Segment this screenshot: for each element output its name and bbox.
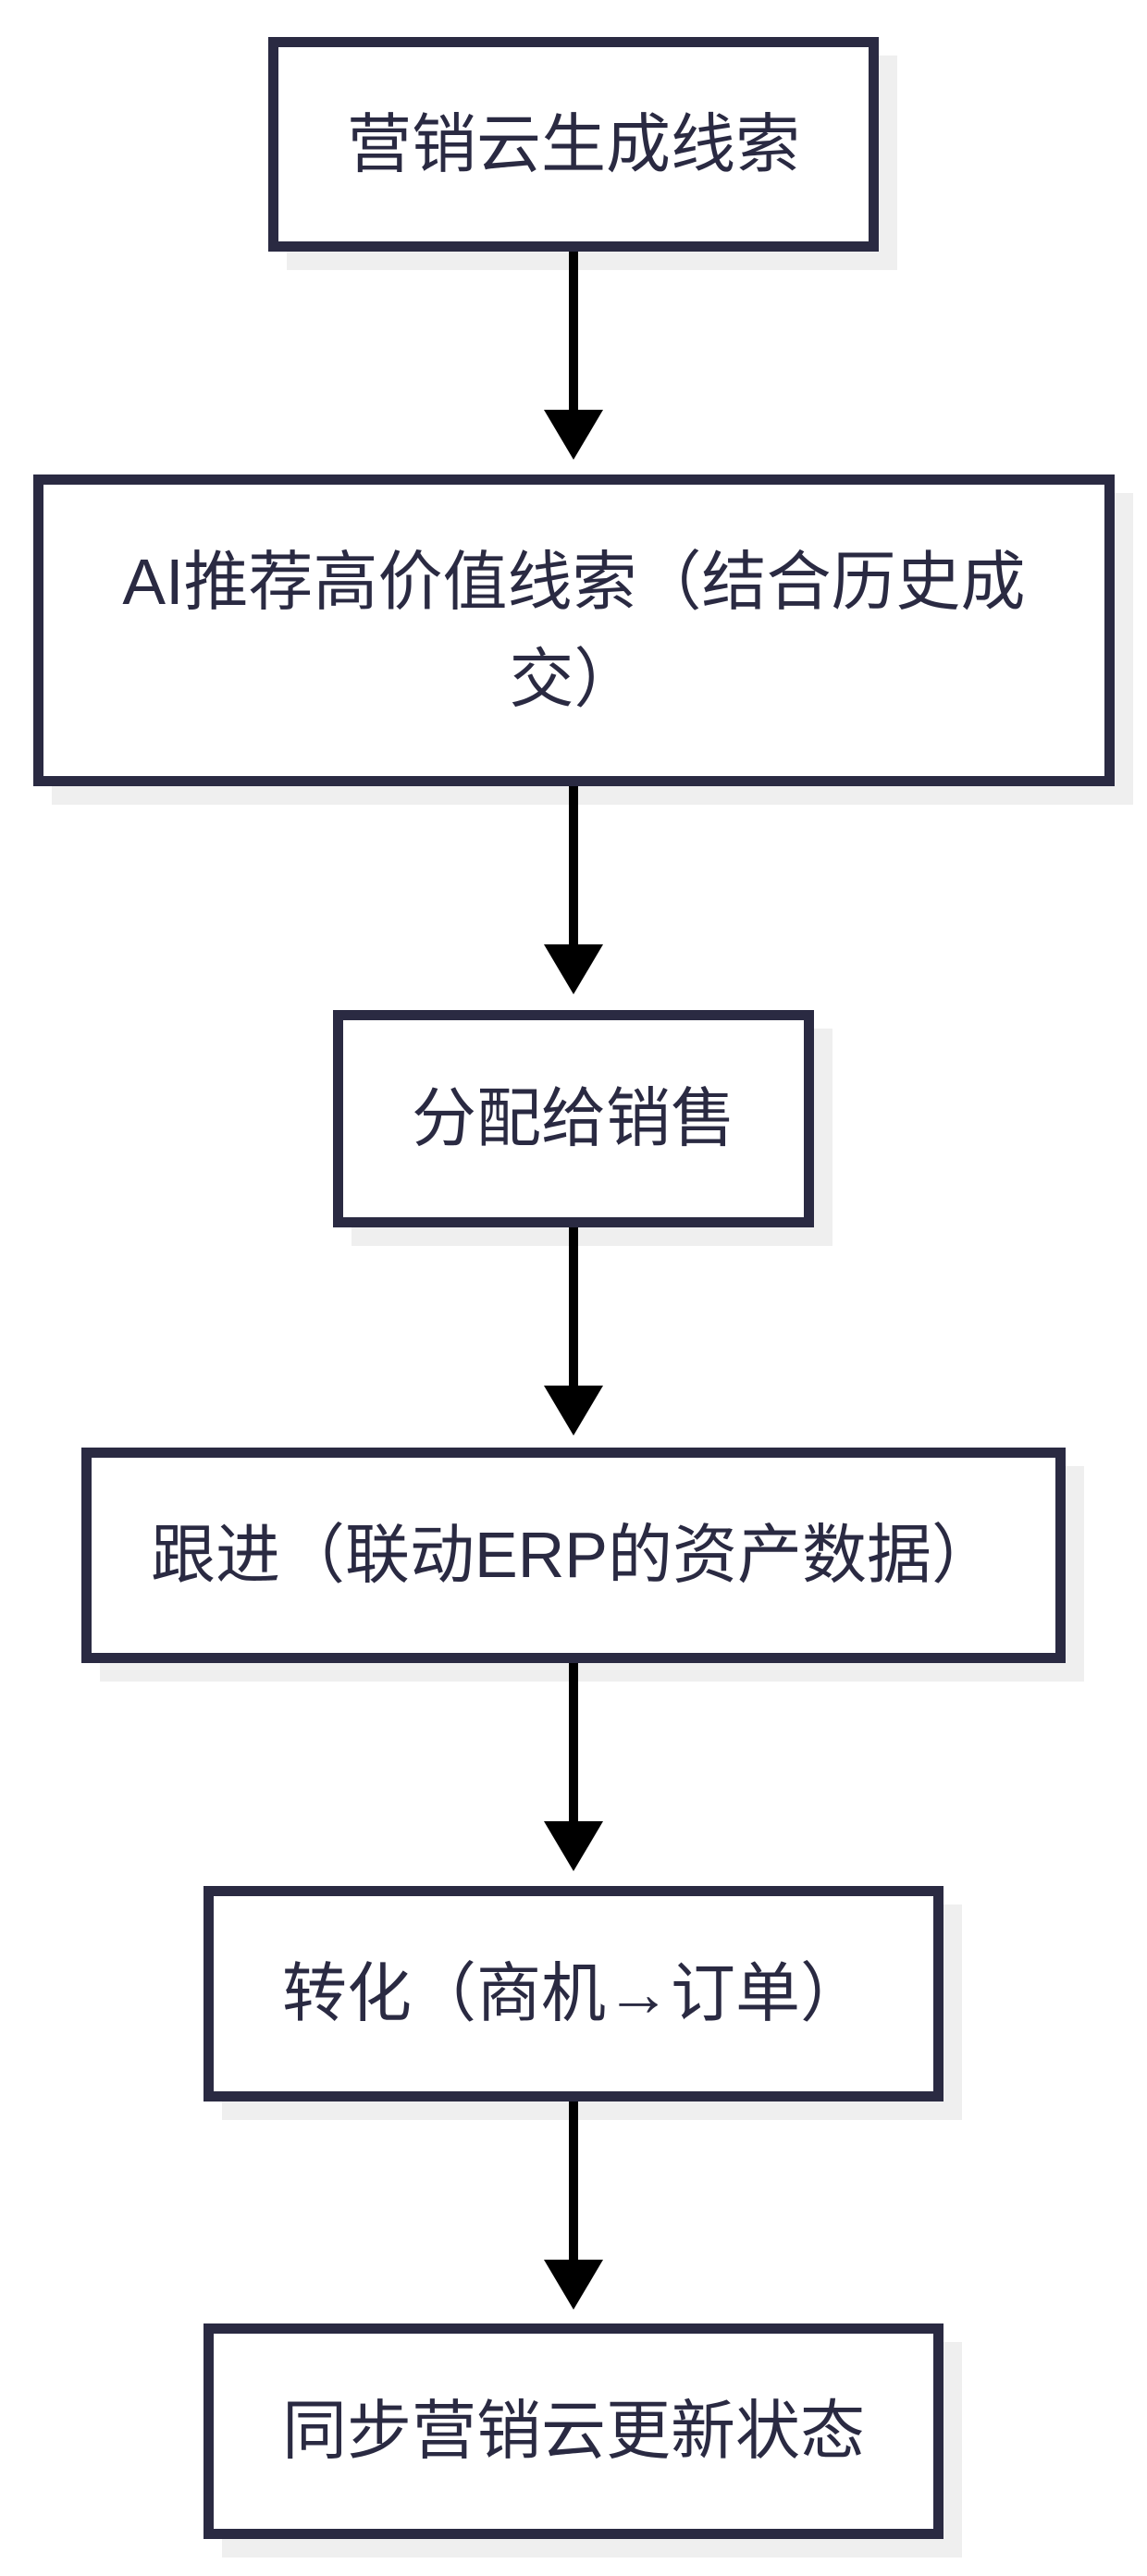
flow-step-label: 分配给销售	[412, 1082, 735, 1154]
flow-step-label: 同步营销云更新状态	[282, 2395, 865, 2467]
flow-arrow-5	[544, 2101, 603, 2310]
flow-step-label: AI推荐高价值线索（结合历史成交）	[122, 545, 1026, 715]
arrow-stem	[569, 252, 578, 410]
arrow-head-down-icon	[544, 410, 603, 460]
flow-step-assign-sales: 分配给销售	[333, 1010, 814, 1227]
flow-arrow-1	[544, 252, 603, 460]
flow-arrow-3	[544, 1227, 603, 1436]
arrow-head-down-icon	[544, 944, 603, 994]
arrow-stem	[569, 786, 578, 944]
flow-step-marketing-leads: 营销云生成线索	[268, 37, 879, 252]
arrow-stem	[569, 1227, 578, 1386]
flow-step-label: 转化（商机→订单）	[282, 1957, 865, 2029]
flow-step-convert-order: 转化（商机→订单）	[204, 1886, 944, 2101]
arrow-head-down-icon	[544, 1821, 603, 1871]
flow-step-label: 营销云生成线索	[347, 107, 800, 180]
flow-arrow-4	[544, 1663, 603, 1871]
arrow-head-down-icon	[544, 1386, 603, 1436]
arrow-stem	[569, 2101, 578, 2260]
flow-step-sync-status: 同步营销云更新状态	[204, 2323, 944, 2539]
arrow-stem	[569, 1663, 578, 1821]
arrow-head-down-icon	[544, 2260, 603, 2310]
flow-step-follow-up-erp: 跟进（联动ERP的资产数据）	[81, 1448, 1066, 1663]
flow-step-label: 跟进（联动ERP的资产数据）	[151, 1519, 996, 1591]
flow-arrow-2	[544, 786, 603, 994]
flow-step-ai-recommend: AI推荐高价值线索（结合历史成交）	[33, 475, 1115, 786]
